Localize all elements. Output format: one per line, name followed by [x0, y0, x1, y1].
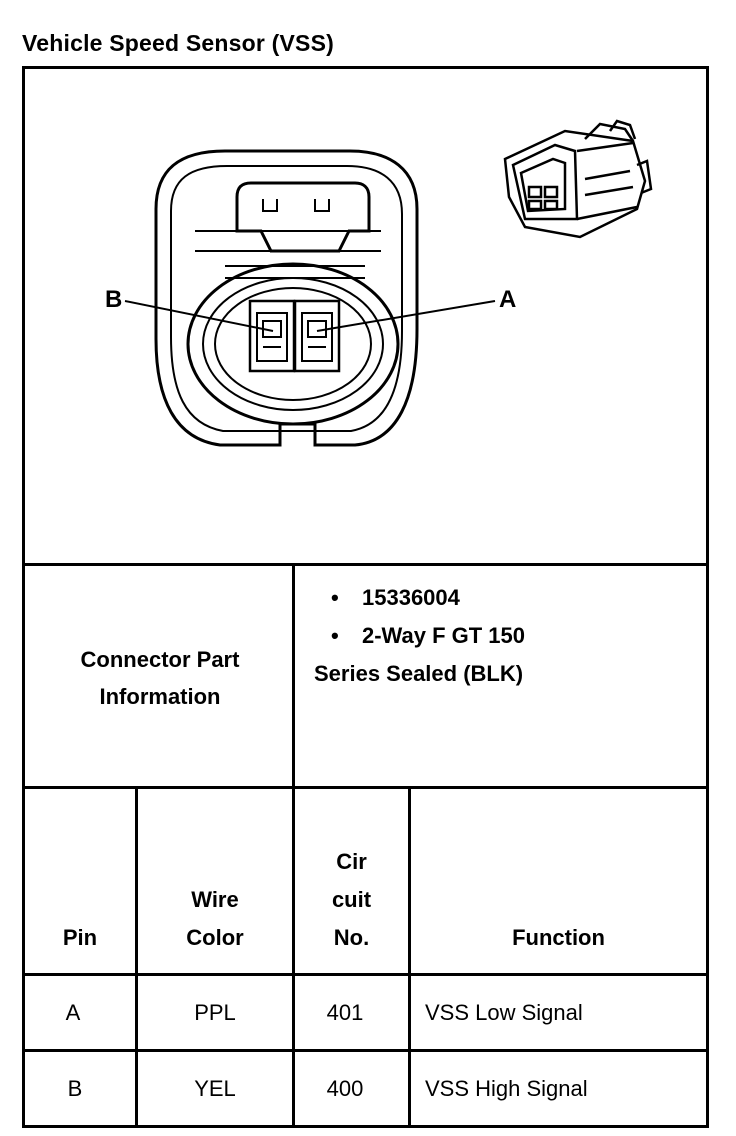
divider [25, 786, 706, 789]
header-circuit-line2: cuit [331, 887, 372, 912]
row-a-pin: A [65, 999, 81, 1025]
bullet: • [331, 585, 339, 610]
connector-diagram: B A [25, 69, 706, 566]
row-b-wire-color: YEL [194, 1075, 236, 1101]
page-title: Vehicle Speed Sensor (VSS) [22, 30, 334, 56]
housing-outline [154, 149, 419, 447]
row-a-function: VSS Low Signal [425, 999, 583, 1025]
header-wire-color: Wire Color [138, 881, 292, 957]
divider [25, 563, 706, 566]
part-number: 15336004 [362, 585, 460, 610]
latch [235, 181, 371, 253]
divider [25, 1049, 706, 1052]
connector-face-drawing [124, 119, 653, 447]
leader-line-a [316, 300, 496, 332]
header-circuit-line1: Cir [336, 849, 367, 874]
divider [408, 786, 411, 1128]
seal-ring-outer [186, 262, 400, 426]
row-b-function: VSS High Signal [425, 1075, 588, 1101]
connector-part-label-line2: Information [99, 683, 221, 709]
connector-part-info-values: • 15336004 • 2-Way F GT 150 Series Seale… [314, 579, 704, 693]
header-wire-color-line1: Wire [191, 887, 239, 912]
pin-label-a: A [499, 286, 517, 313]
connector-description-line2: Series Sealed (BLK) [314, 661, 524, 686]
divider [135, 786, 138, 1128]
connector-description-line1: 2-Way F GT 150 [362, 623, 526, 648]
pin-label-b: B [105, 286, 123, 313]
header-circuit-line3: No. [333, 925, 370, 950]
header-pin: Pin [62, 925, 98, 950]
connector-table: B A Connector Part Information • 1533600… [22, 66, 709, 1128]
divider [292, 563, 295, 1128]
bullet: • [331, 623, 339, 648]
cavity-a [293, 299, 341, 373]
header-circuit-no: Cir cuit No. [295, 843, 408, 957]
divider [25, 973, 706, 976]
row-b-circuit: 400 [326, 1075, 364, 1101]
row-a-wire-color: PPL [194, 999, 236, 1025]
header-wire-color-line2: Color [186, 925, 244, 950]
connector-iso-view [503, 119, 653, 239]
connector-part-label-line1: Connector Part [80, 646, 240, 672]
leader-line-b [124, 300, 274, 332]
connector-part-info-label: Connector Part Information [25, 569, 295, 786]
row-a-circuit: 401 [326, 999, 364, 1025]
header-function: Function [512, 925, 605, 950]
row-b-pin: B [67, 1075, 83, 1101]
